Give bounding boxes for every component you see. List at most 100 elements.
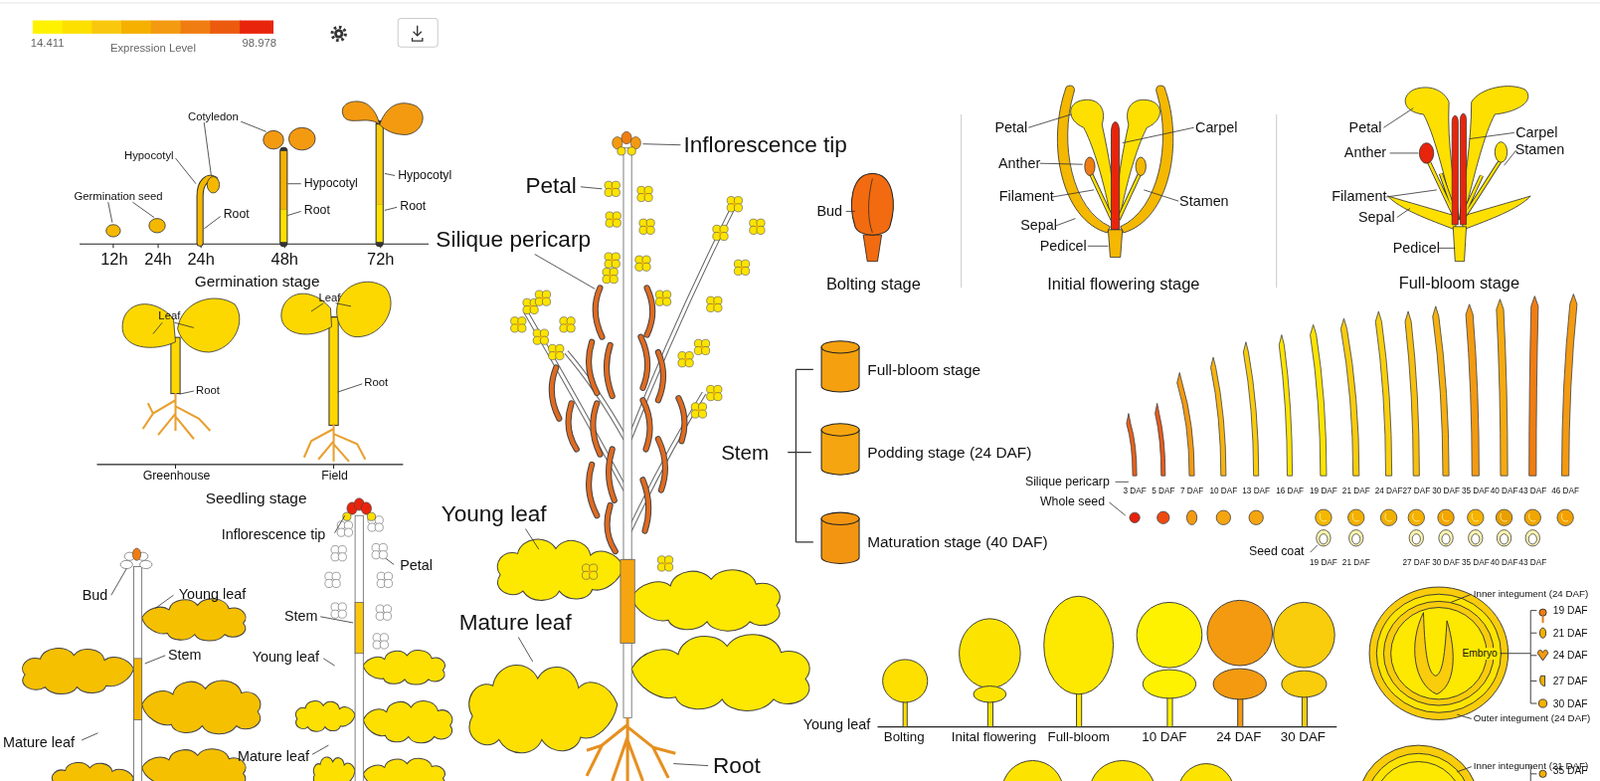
- part-label: Pedicel: [1393, 239, 1440, 256]
- seed-series-figure: [1319, 533, 1328, 544]
- time-label: 24h: [144, 250, 172, 269]
- silique-series-figure: [1177, 372, 1195, 477]
- seed-series-figure: [1129, 512, 1140, 523]
- whole-plant-figure: [533, 329, 548, 345]
- daf-label: 27 DAF: [1402, 558, 1430, 568]
- young-leaf-series-figure: [1136, 601, 1203, 668]
- flower-initial-figure: [1116, 99, 1161, 214]
- daf-label: 35 DAF: [1461, 487, 1490, 497]
- young-leaf-series-figure: [1213, 668, 1266, 700]
- daf-label: 16 DAF: [1275, 487, 1304, 497]
- silique-series-figure: [1562, 294, 1578, 477]
- daf-label: 19 DAF: [1553, 604, 1589, 616]
- part-label: Petal: [525, 173, 576, 198]
- whole-plant-figure: [678, 352, 694, 367]
- germination-figure: [106, 224, 121, 237]
- group-label: Stem: [720, 440, 769, 464]
- stem-figure: [821, 341, 860, 354]
- daf-label: 24 DAF: [1375, 487, 1404, 497]
- stage-label: 24 DAF: [1216, 729, 1261, 745]
- flower-fullbloom-figure: [1419, 143, 1433, 165]
- whole-plant-figure: [733, 259, 749, 275]
- whole-plant-figure: [511, 317, 527, 333]
- part-label: Hypocotyl: [124, 149, 175, 162]
- whole-plant-figure: [749, 218, 765, 234]
- condition-label: Field: [321, 468, 349, 483]
- plant-flowering-figure: [366, 512, 375, 521]
- seed-series-figure: [1408, 509, 1424, 526]
- plant-flowering-figure: [331, 602, 347, 618]
- part-label: Mature leaf: [2, 734, 75, 751]
- silique-series-figure: [1529, 296, 1539, 477]
- seed-section-figure: [1357, 744, 1480, 781]
- stage-title: Initial flowering stage: [1047, 274, 1200, 293]
- toolbar: [337, 31, 342, 36]
- part-label: Young leaf: [178, 585, 246, 602]
- bud-figure: [863, 234, 882, 262]
- germination-figure: [342, 101, 379, 125]
- seed-section-figure: [1369, 586, 1509, 719]
- young-leaf-series-figure: [959, 618, 1022, 689]
- stage-title: Seedling stage: [205, 489, 308, 507]
- stem-figure: [821, 423, 860, 436]
- condition-label: Greenhouse: [143, 468, 211, 483]
- silique-series-figure: [1108, 294, 1577, 553]
- germination-figure: [376, 124, 383, 204]
- seed-series-figure: [1524, 509, 1541, 526]
- time-label: 24h: [186, 250, 214, 269]
- seed-series-figure: [1412, 533, 1421, 544]
- seed-section-figure: [1365, 752, 1472, 781]
- seed-section-figure: [1450, 593, 1537, 718]
- whole-plant-figure: [623, 642, 632, 717]
- plant-bolting-figure: [133, 566, 142, 781]
- seed-series-figure: [1528, 533, 1537, 544]
- daf-label: 30 DAF: [1431, 558, 1460, 568]
- germination-figure: [375, 124, 384, 243]
- germination-figure: [263, 130, 285, 149]
- seed-section-figure: [1540, 675, 1546, 686]
- young-leaf-series-figure: [1142, 669, 1196, 699]
- daf-label: 21 DAF: [1342, 558, 1371, 568]
- part-label: Filament: [1331, 188, 1387, 205]
- young-leaf-series-figure: [1044, 595, 1114, 695]
- part-label: Stem: [168, 647, 202, 664]
- whole-plant-figure: [559, 317, 575, 333]
- flower-initial-figure: [1070, 99, 1115, 214]
- part-label: Sepal: [1020, 217, 1058, 234]
- whole-plant-figure: [627, 147, 636, 156]
- plant-flowering-figure: [295, 701, 356, 732]
- plant-flowering-figure: [337, 521, 353, 536]
- legend-value: 98.978: [242, 36, 278, 49]
- silique-series-figure: [1108, 481, 1317, 552]
- daf-label: 46 DAF: [1551, 487, 1580, 497]
- plant-flowering-figure: [313, 756, 356, 781]
- part-label: Root: [399, 199, 426, 214]
- seed-section-figure: [1376, 593, 1501, 712]
- young-leaf-series-figure: [1076, 689, 1082, 727]
- plant-bolting-figure: [81, 568, 174, 740]
- daf-label: 5 DAF: [1151, 487, 1175, 497]
- seed-series-figure: [1557, 509, 1574, 526]
- young-leaf-series-figure: [877, 725, 1337, 727]
- young-leaf-series-figure: [1273, 601, 1336, 668]
- seed-series-figure: [1248, 510, 1263, 525]
- part-label: Germination seed: [73, 189, 163, 202]
- toolbar: [412, 25, 423, 41]
- daf-label: 13 DAF: [1242, 487, 1270, 497]
- part-label: Anther: [1344, 145, 1387, 162]
- part-label: Inflorescence tip: [221, 527, 327, 543]
- seed-series-figure: [1438, 530, 1453, 546]
- stem-figure: [821, 512, 860, 525]
- plant-flowering-figure: [362, 757, 445, 781]
- plant-flowering-figure: [362, 650, 445, 686]
- part-label: Carpel: [1195, 119, 1238, 136]
- plant-bolting-figure: [120, 559, 133, 568]
- silique-series-figure: [1126, 413, 1137, 477]
- stage-label: Inital flowering: [951, 729, 1037, 745]
- silique-series-figure: [1243, 342, 1258, 476]
- time-label: 12h: [100, 250, 128, 269]
- part-label: Hypocotyl: [304, 177, 358, 191]
- seed-series-figure: [1495, 509, 1512, 526]
- part-label: Root: [223, 207, 250, 222]
